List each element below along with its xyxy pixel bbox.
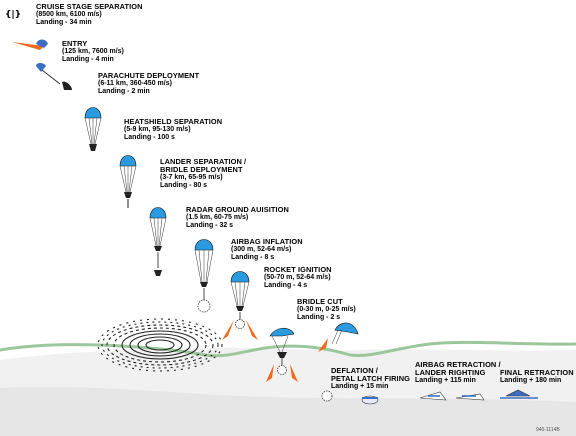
rocket-flame-icon — [222, 320, 258, 340]
stage-title: DEFLATION / — [331, 366, 378, 375]
parachute-icon — [269, 327, 295, 375]
stage-title: CRUISE STAGE SEPARATION — [36, 2, 143, 11]
stage-label-lander: LANDER SEPARATION / BRIDLE DEPLOYMENT (3… — [160, 158, 246, 190]
stage-title: BRIDLE DEPLOYMENT — [160, 165, 243, 174]
figure-credit: 940-1114B — [536, 427, 560, 433]
stage-detail: (300 m, 52-64 m/s) — [231, 246, 292, 253]
stage-title: ROCKET IGNITION — [264, 265, 332, 274]
svg-text:{|}: {|} — [5, 10, 21, 20]
stage-label-heatshield: HEATSHIELD SEPARATION (5-9 km, 95-130 m/… — [124, 118, 222, 142]
stage-detail: (0-30 m, 0-25 m/s) — [297, 306, 356, 313]
stage-label-retraction: AIRBAG RETRACTION / LANDER RIGHTING Land… — [415, 361, 501, 385]
stage-detail: Landing + 15 min — [331, 383, 389, 390]
stage-detail: (8500 km, 6100 m/s) — [36, 11, 102, 18]
stage-detail: Landing - 100 s — [124, 134, 175, 141]
parachute-icon — [149, 207, 167, 276]
stage-label-airbag: AIRBAG INFLATION (300 m, 52-64 m/s) Land… — [231, 238, 303, 262]
airbag-icon — [321, 390, 333, 402]
stage-label-rocket: ROCKET IGNITION (50-70 m, 52-64 m/s) Lan… — [264, 266, 332, 290]
stage-label-radar: RADAR GROUND AUISITION (1.5 km, 60-75 m/… — [186, 206, 289, 230]
stage-title: HEATSHIELD SEPARATION — [124, 117, 223, 126]
rocket-flame-icon — [318, 338, 328, 352]
stage-detail: Landing - 2 min — [98, 88, 150, 95]
stage-detail: Landing - 2 s — [297, 314, 341, 321]
stage-detail: Landing - 34 min — [36, 19, 92, 26]
stage-detail: (1.5 km, 60-75 m/s) — [186, 214, 249, 221]
lander-icon — [361, 389, 538, 405]
stage-label-entry: ENTRY (125 km, 7600 m/s) Landing - 4 min — [62, 40, 124, 64]
stage-detail: (6-11 km, 360-450 m/s) — [98, 80, 172, 87]
stage-label-bridle: BRIDLE CUT (0-30 m, 0-25 m/s) Landing - … — [297, 298, 356, 322]
parachute-icon — [84, 107, 102, 151]
stage-title: ENTRY — [62, 39, 88, 48]
radar-wave-icon — [97, 318, 223, 372]
stage-label-final: FINAL RETRACTION Landing + 180 min — [500, 369, 574, 385]
stage-detail: Landing + 115 min — [415, 377, 476, 384]
stage-detail: (5-9 km, 95-130 m/s) — [124, 126, 191, 133]
stage-detail: Landing + 180 min — [500, 377, 562, 384]
horizon-line — [0, 340, 576, 358]
stage-detail: Landing - 32 s — [186, 222, 234, 229]
stage-detail: (3-7 km, 65-95 m/s) — [160, 174, 223, 181]
stage-title: PARACHUTE DEPLOYMENT — [98, 71, 200, 80]
stage-detail: Landing - 4 min — [62, 56, 114, 63]
parachute-icon — [194, 239, 214, 300]
rocket-flame-icon — [266, 364, 298, 382]
stage-label-deflation: DEFLATION / PETAL LATCH FIRING Landing +… — [331, 367, 410, 391]
stage-detail: Landing - 80 s — [160, 182, 208, 189]
stage-detail: Landing - 8 s — [231, 254, 275, 261]
entry-capsule-icon — [36, 63, 72, 90]
stage-title: PETAL LATCH FIRING — [331, 374, 410, 383]
stage-title: RADAR GROUND AUISITION — [186, 205, 289, 214]
cruise-stage-icon: {|} — [5, 10, 21, 20]
parachute-icon — [119, 155, 137, 208]
stage-detail: Landing - 4 s — [264, 282, 308, 289]
stage-label-parachute: PARACHUTE DEPLOYMENT (6-11 km, 360-450 m… — [98, 72, 199, 96]
stage-title: LANDER SEPARATION / — [160, 157, 247, 166]
entry-capsule-icon — [12, 39, 48, 50]
stage-label-cruise: CRUISE STAGE SEPARATION (8500 km, 6100 m… — [36, 3, 143, 27]
stage-title: BRIDLE CUT — [297, 297, 343, 306]
stage-detail: (125 km, 7600 m/s) — [62, 48, 124, 55]
stage-title: AIRBAG RETRACTION / — [415, 360, 501, 369]
parachute-icon — [331, 322, 359, 345]
stage-detail: (50-70 m, 52-64 m/s) — [264, 274, 331, 281]
stage-title: AIRBAG INFLATION — [231, 237, 303, 246]
parachute-icon — [230, 271, 250, 329]
stage-title: FINAL RETRACTION — [500, 368, 574, 377]
stage-title: LANDER RIGHTING — [415, 368, 486, 377]
airbag-icon — [197, 299, 211, 313]
